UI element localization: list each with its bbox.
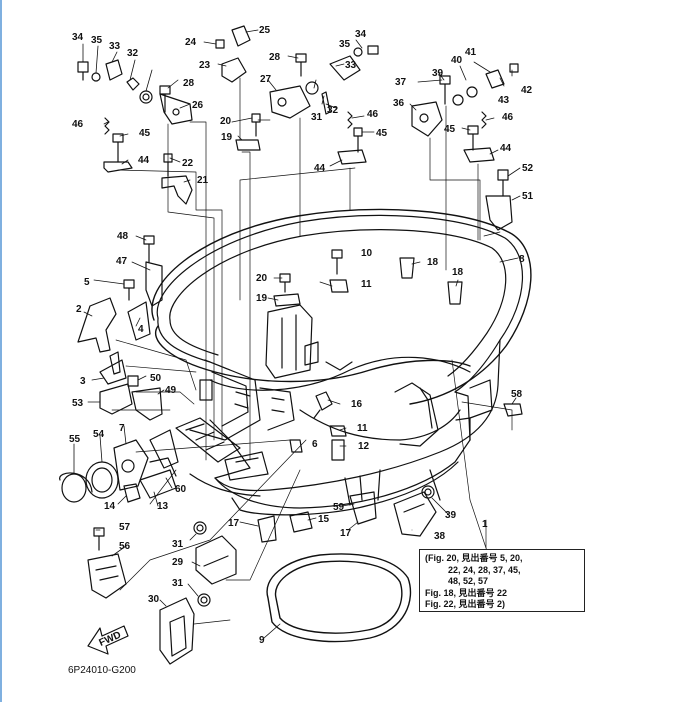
callout-29: 29 (172, 557, 184, 568)
callout-17a: 17 (228, 518, 240, 529)
callout-51: 51 (522, 191, 534, 202)
callout-17b: 17 (340, 528, 352, 539)
callout-45c: 45 (444, 124, 456, 135)
callout-55: 55 (69, 434, 81, 445)
callout-11a: 11 (361, 279, 372, 290)
callout-50: 50 (150, 373, 162, 384)
callout-49: 49 (165, 385, 177, 396)
callout-23: 23 (199, 60, 211, 71)
callout-44b: 44 (314, 163, 326, 174)
note-line-4: Fig. 18, 見出番号 22 (425, 587, 508, 598)
callout-24: 24 (185, 37, 197, 48)
callout-5: 5 (84, 277, 90, 288)
callout-21: 21 (197, 175, 209, 186)
callout-33a: 33 (109, 41, 121, 52)
callout-36: 36 (393, 98, 405, 109)
callout-45b: 45 (376, 128, 388, 139)
drawing-code: 6P24010-G200 (68, 665, 136, 676)
callout-39a: 39 (432, 68, 444, 79)
callout-8: 8 (519, 254, 525, 265)
callout-15: 15 (318, 514, 330, 525)
callout-33b: 33 (345, 60, 357, 71)
seal-strip-8 (151, 208, 532, 405)
seal-9 (266, 553, 412, 643)
callout-3: 3 (80, 376, 86, 387)
callout-4: 4 (138, 324, 144, 335)
callout-41: 41 (465, 47, 477, 58)
callout-34b: 34 (355, 29, 367, 40)
callout-45a: 45 (139, 128, 151, 139)
callout-40: 40 (451, 55, 463, 66)
note-line-5: Fig. 22, 見出番号 2) (425, 599, 506, 609)
callout-7: 7 (119, 423, 125, 434)
callout-35b: 35 (339, 39, 351, 50)
fwd-arrow (87, 625, 129, 655)
callout-10: 10 (361, 248, 373, 259)
callout-27: 27 (260, 74, 272, 85)
hardware-parts (59, 25, 523, 665)
callout-20a: 20 (220, 116, 232, 127)
callout-32b: 32 (327, 105, 339, 116)
callout-1: 1 (482, 519, 488, 530)
callout-46c: 46 (502, 112, 514, 123)
callout-52: 52 (522, 163, 534, 174)
note-line-3: 48, 52, 57 (448, 576, 489, 586)
callout-38: 38 (434, 531, 446, 542)
callout-57: 57 (119, 522, 131, 533)
callout-56: 56 (119, 541, 131, 552)
callout-31a: 31 (172, 539, 184, 550)
callout-16: 16 (351, 399, 363, 410)
callout-43: 43 (498, 95, 510, 106)
callout-12: 12 (358, 441, 370, 452)
note-line-2: 22, 24, 28, 37, 45, (448, 564, 521, 575)
projection-lines (111, 77, 513, 625)
leader-lines (73, 29, 521, 639)
callout-46b: 46 (367, 109, 379, 120)
callout-46a: 46 (72, 119, 84, 130)
callout-58: 58 (511, 389, 523, 400)
callout-20b: 20 (256, 273, 268, 284)
callout-32a: 32 (127, 48, 139, 59)
callout-14: 14 (104, 501, 116, 512)
callout-9: 9 (259, 635, 265, 646)
callout-42: 42 (521, 85, 533, 96)
callout-59: 59 (333, 502, 345, 513)
part-number-labels: 1 3 4 5 6 7 8 9 10 11 11 12 13 14 15 16 … (69, 25, 534, 649)
callout-18a: 18 (427, 257, 439, 268)
callout-18b: 18 (452, 267, 464, 278)
callout-44a: 44 (138, 155, 150, 166)
callout-26: 26 (192, 100, 204, 111)
callout-22: 22 (182, 158, 194, 169)
callout-6: 6 (312, 439, 318, 450)
callout-54: 54 (93, 429, 105, 440)
callout-2: 2 (76, 304, 82, 315)
callout-30: 30 (148, 594, 160, 605)
callout-13: 13 (157, 501, 169, 512)
callout-39b: 39 (445, 510, 457, 521)
callout-31b: 31 (172, 578, 184, 589)
callout-19b: 19 (256, 293, 268, 304)
callout-44c: 44 (500, 143, 512, 154)
callout-31c: 31 (311, 112, 323, 123)
callout-28a: 28 (183, 78, 195, 89)
callout-48: 48 (117, 231, 129, 242)
callout-37: 37 (395, 77, 407, 88)
note-line-1: (Fig. 20, 見出番号 5, 20, (425, 553, 523, 563)
callout-47: 47 (116, 256, 128, 267)
callout-19a: 19 (221, 132, 233, 143)
callout-60: 60 (175, 484, 187, 495)
callout-35a: 35 (91, 35, 103, 46)
callout-28b: 28 (269, 52, 281, 63)
callout-53: 53 (72, 398, 84, 409)
callout-34a: 34 (72, 32, 84, 43)
reference-notes-box: (Fig. 20, 見出番号 5, 20, 22, 24, 28, 37, 45… (419, 549, 585, 612)
callout-11b: 11 (357, 423, 368, 434)
callout-25: 25 (259, 25, 271, 36)
